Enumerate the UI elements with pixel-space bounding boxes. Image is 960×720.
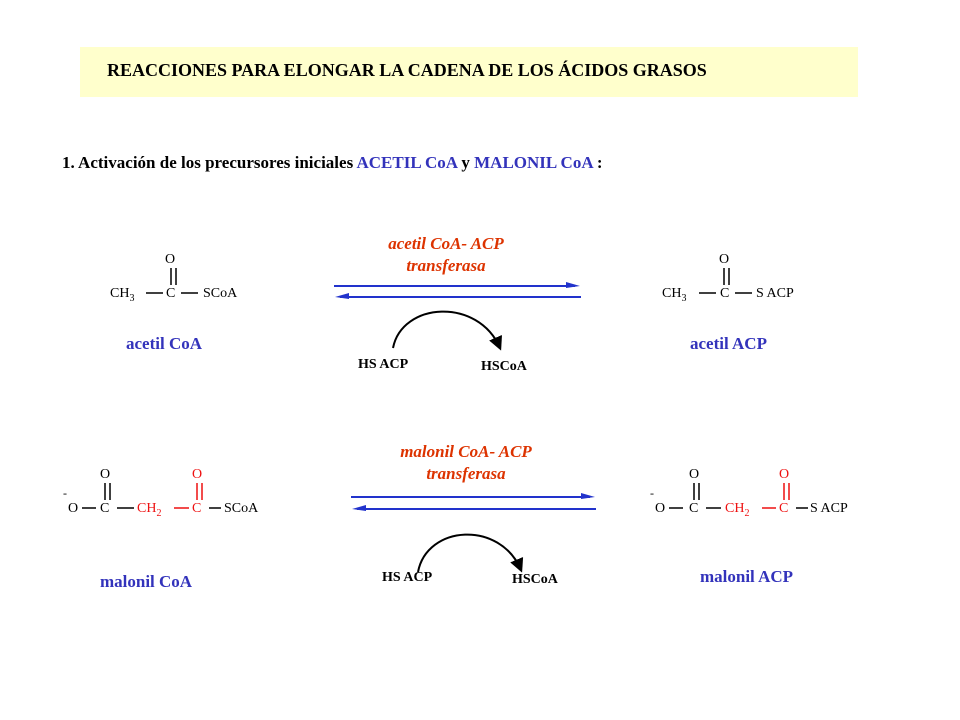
text-fragment: 2 bbox=[744, 508, 749, 519]
acetil-coa-label: acetil CoA bbox=[126, 334, 203, 353]
malonil-acp-ch2: CH2 bbox=[725, 501, 749, 519]
cofactor2-in: HS ACP bbox=[382, 570, 433, 585]
step-acetil: ACETIL CoA bbox=[356, 153, 458, 172]
acetil-coa-ch3: CH3 bbox=[110, 286, 134, 304]
malonil-coa-ch2: CH2 bbox=[137, 501, 161, 519]
malonil-acp-carbonyl-oxygen-1: O bbox=[689, 467, 699, 482]
step-mid: y bbox=[457, 153, 475, 172]
text-fragment: CH bbox=[662, 286, 681, 301]
cofactor1-in: HS ACP bbox=[358, 357, 409, 372]
text-fragment: 2 bbox=[156, 508, 161, 519]
title-box: REACCIONES PARA ELONGAR LA CADENA DE LOS… bbox=[80, 47, 858, 97]
text-fragment: 3 bbox=[681, 293, 686, 304]
malonil-coa-carbonyl-oxygen-1: O bbox=[100, 467, 110, 482]
text-fragment: CH bbox=[110, 286, 129, 301]
enzyme2-type: transferasa bbox=[426, 464, 506, 483]
equilibrium-arrows-1 bbox=[334, 282, 581, 299]
malonil-coa-label: malonil CoA bbox=[100, 572, 193, 591]
cofactor-curved-arrow-2 bbox=[417, 533, 524, 573]
acetil-acp-carbon: C bbox=[720, 286, 729, 301]
acetil-coa-structure: O CH3 C SCoA bbox=[110, 252, 238, 304]
acetil-acp-ch3: CH3 bbox=[662, 286, 686, 304]
step-suffix: : bbox=[592, 153, 603, 172]
malonil-coa-carbon-2: C bbox=[192, 501, 201, 516]
enzyme1-type: transferasa bbox=[406, 256, 486, 275]
page-title: REACCIONES PARA ELONGAR LA CADENA DE LOS… bbox=[107, 60, 707, 80]
step-heading: 1. Activación de los precursores inicial… bbox=[62, 153, 603, 173]
malonil-acp-structure: - O O C CH2 O C S ACP bbox=[650, 467, 848, 519]
step-prefix: 1. Activación de los precursores inicial… bbox=[62, 153, 357, 172]
text-fragment: CH bbox=[137, 501, 156, 516]
text-fragment: 3 bbox=[129, 293, 134, 304]
malonil-coa-group: SCoA bbox=[224, 501, 259, 516]
malonil-acp-group: S ACP bbox=[810, 501, 848, 516]
malonil-acp-carbon-1: C bbox=[689, 501, 698, 516]
acetil-acp-structure: O CH3 C S ACP bbox=[662, 252, 794, 304]
malonil-acp-label: malonil ACP bbox=[700, 567, 793, 586]
acetil-coa-oxygen: O bbox=[165, 252, 175, 267]
acetil-acp-oxygen: O bbox=[719, 252, 729, 267]
malonil-coa-carbon-1: C bbox=[100, 501, 109, 516]
malonil-coa-charge: - bbox=[63, 486, 67, 500]
acetil-acp-group: S ACP bbox=[756, 286, 794, 301]
malonil-acp-charge: - bbox=[650, 486, 654, 500]
equilibrium-arrows-2 bbox=[351, 493, 596, 511]
acetil-acp-label: acetil ACP bbox=[690, 334, 767, 353]
text-fragment: CH bbox=[725, 501, 744, 516]
malonil-coa-carbonyl-oxygen-2: O bbox=[192, 467, 202, 482]
malonil-acp-carbonyl-oxygen-2: O bbox=[779, 467, 789, 482]
malonil-acp-carboxyl-oxygen: O bbox=[655, 501, 665, 516]
enzyme1-name: acetil CoA- ACP bbox=[388, 234, 504, 253]
cofactor1-out: HSCoA bbox=[481, 359, 528, 374]
malonil-acp-carbon-2: C bbox=[779, 501, 788, 516]
cofactor2-out: HSCoA bbox=[512, 572, 559, 587]
malonil-coa-carboxyl-oxygen: O bbox=[68, 501, 78, 516]
malonil-coa-structure: - O O C CH2 O C SCoA bbox=[63, 467, 259, 519]
cofactor-curved-arrow-1 bbox=[392, 310, 502, 351]
step-malonil: MALONIL CoA bbox=[474, 153, 593, 172]
enzyme2-name: malonil CoA- ACP bbox=[400, 442, 532, 461]
acetil-coa-group: SCoA bbox=[203, 286, 238, 301]
acetil-coa-carbon: C bbox=[166, 286, 175, 301]
